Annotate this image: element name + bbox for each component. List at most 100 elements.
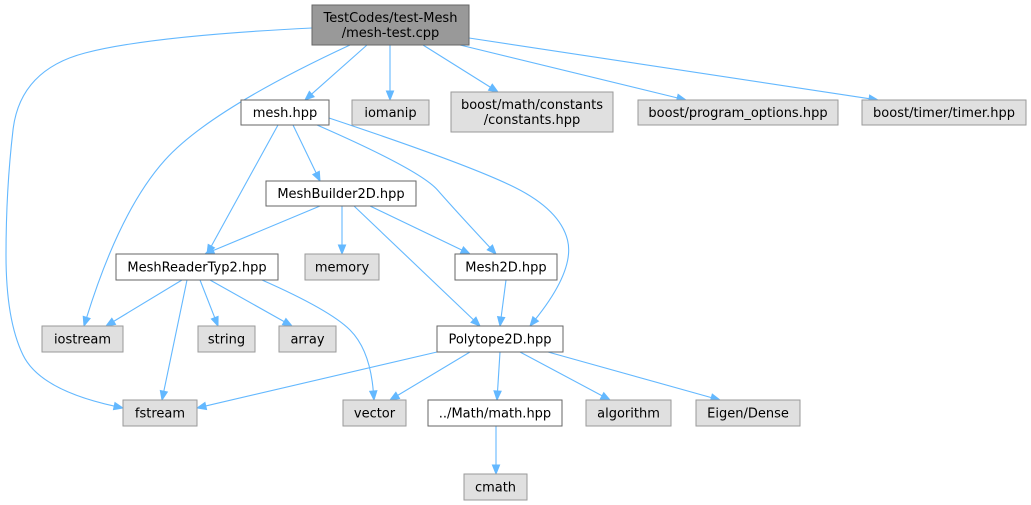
edge-line [547,351,713,399]
node-box [278,325,337,353]
node-box [265,180,417,207]
edges-layer [5,27,880,476]
arrowhead-icon [210,315,219,328]
node-label: boost/timer/timer.hpp [873,106,1015,121]
edge-root-to-mesh_hpp [303,44,368,101]
node-label: /mesh-test.cpp [342,26,440,41]
node-label: MeshBuilder2D.hpp [277,187,404,202]
edge-mesh2d-to-polytope2d [496,279,507,328]
edge-meshreadertyp2-to-iostream [104,279,183,327]
node-label: Eigen/Dense [707,407,789,422]
edge-polytope2d-to-math_hpp [493,351,502,402]
edge-line [328,117,570,321]
edge-line [209,279,286,323]
edge-line [353,205,475,321]
node-string[interactable]: string [197,325,256,353]
node-vector[interactable]: vector [342,399,407,427]
node-eigen-dense[interactable]: Eigen/Dense [695,399,801,427]
edge-line [85,44,351,319]
edge-line [210,124,279,248]
node-mesh2d[interactable]: Mesh2D.hpp [454,253,558,281]
edge-line [500,279,507,319]
node-box [637,99,839,126]
arrowhead-icon [159,389,169,402]
node-label: array [290,333,324,348]
node-math-hpp[interactable]: ../Math/math.hpp [427,399,563,427]
node-label: string [208,333,245,348]
node-label: MeshReaderTyp2.hpp [127,261,266,276]
node-box [351,99,430,126]
node-label: TestCodes/test-Mesh [323,11,458,26]
node-meshreadertyp2[interactable]: MeshReaderTyp2.hpp [115,253,279,281]
arrowhead-icon [493,390,502,402]
node-label: /constants.hpp [484,113,581,128]
arrowhead-icon [303,90,315,101]
edge-line [316,124,491,249]
node-box [463,473,528,501]
arrowhead-icon [311,170,321,183]
node-polytope2d[interactable]: Polytope2D.hpp [436,325,564,353]
node-box [304,253,380,281]
node-label: vector [354,407,396,422]
arrowhead-icon [368,390,378,402]
node-algorithm[interactable]: algorithm [585,399,672,427]
edge-line [261,279,374,393]
edge-line [292,124,318,175]
arrowhead-icon [281,317,294,327]
edge-math_hpp-to-cmath [491,426,501,476]
edge-line [496,351,501,393]
node-box [122,399,198,427]
node-box [342,399,407,427]
edge-meshreadertyp2-to-vector [261,279,378,402]
node-boost-timer[interactable]: boost/timer/timer.hpp [861,99,1027,126]
edge-root-to-iostream [82,44,351,328]
node-array[interactable]: array [278,325,337,353]
edge-meshreadertyp2-to-fstream [159,279,188,402]
edge-meshbuilder2d-to-mesh2d [369,205,472,255]
node-boost-constants[interactable]: boost/math/constants/constants.hpp [450,91,614,133]
node-boost-program-options[interactable]: boost/program_options.hpp [637,99,839,126]
edge-line [199,279,216,319]
node-label: ../Math/math.hpp [439,407,551,422]
node-label: fstream [135,407,185,422]
node-box [436,325,564,353]
arrowhead-icon [337,244,347,256]
arrowhead-icon [496,316,506,328]
node-root[interactable]: TestCodes/test-Mesh/mesh-test.cpp [311,4,470,46]
edge-root-to-fstream [5,27,313,411]
node-box [861,99,1027,126]
node-box [197,325,256,353]
edge-line [519,351,604,397]
arrowhead-icon [82,315,91,328]
edge-line [112,279,183,323]
node-iostream[interactable]: iostream [41,325,124,353]
node-fstream[interactable]: fstream [122,399,198,427]
node-box [240,99,330,126]
node-box [695,399,801,427]
node-mesh-hpp[interactable]: mesh.hpp [240,99,330,126]
node-label: Polytope2D.hpp [448,333,551,348]
node-cmath[interactable]: cmath [463,473,528,501]
edge-meshbuilder2d-to-polytope2d [353,205,481,327]
edge-line [163,279,188,393]
node-label: Mesh2D.hpp [465,261,546,276]
arrowhead-icon [487,83,500,93]
edge-root-to-iomanip [385,45,395,102]
node-label: boost/math/constants [461,98,603,113]
node-label: cmath [475,481,516,496]
node-iomanip[interactable]: iomanip [351,99,430,126]
node-meshbuilder2d[interactable]: MeshBuilder2D.hpp [265,180,417,207]
arrowhead-icon [529,315,540,328]
node-memory[interactable]: memory [304,253,380,281]
edge-line [468,37,871,100]
arrowhead-icon [112,401,125,411]
edge-line [422,44,492,89]
edge-line [369,205,464,252]
edge-meshreadertyp2-to-string [199,279,219,328]
edge-polytope2d-to-eigen_dense [547,351,722,402]
edge-line [5,27,313,407]
arrowhead-icon [385,90,395,102]
node-label: iostream [54,333,111,348]
node-label: memory [315,261,370,276]
